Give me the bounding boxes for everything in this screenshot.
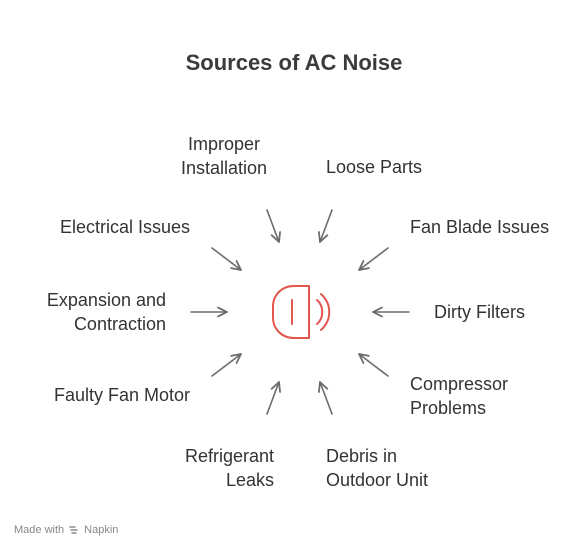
label-refrigerant-leaks: Refrigerant Leaks [184, 446, 274, 490]
made-with-text: Made with [14, 524, 65, 536]
label-debris-in-outdoor-unit: Debris in Outdoor Unit [326, 446, 429, 490]
label-fan-blade-issues: Fan Blade Issues [410, 217, 550, 237]
label-improper-installation: Improper Installation [180, 134, 268, 178]
speaker-noise-icon [272, 285, 331, 339]
arrow-compressor-problems [358, 353, 389, 377]
napkin-logo-icon [69, 526, 78, 534]
arrow-loose-parts [318, 209, 333, 243]
arrow-fan-blade-issues [358, 247, 389, 271]
arrow-electrical-issues [211, 247, 242, 271]
napkin-brand-text: Napkin [84, 524, 119, 536]
arrow-debris-in-outdoor-unit [318, 381, 333, 415]
arrow-refrigerant-leaks [266, 381, 281, 415]
label-compressor-problems: Compressor Problems [410, 374, 509, 418]
label-electrical-issues: Electrical Issues [59, 217, 190, 237]
diagram-title: Sources of AC Noise [185, 50, 403, 75]
arrow-faulty-fan-motor [211, 353, 242, 377]
arrow-improper-installation [266, 209, 281, 243]
label-loose-parts: Loose Parts [326, 157, 423, 177]
label-faulty-fan-motor: Faulty Fan Motor [53, 385, 190, 405]
label-expansion-and-contraction: Expansion and Contraction [46, 290, 166, 334]
made-with-napkin-footer: Made with Napkin [14, 524, 118, 536]
label-dirty-filters: Dirty Filters [434, 302, 525, 322]
